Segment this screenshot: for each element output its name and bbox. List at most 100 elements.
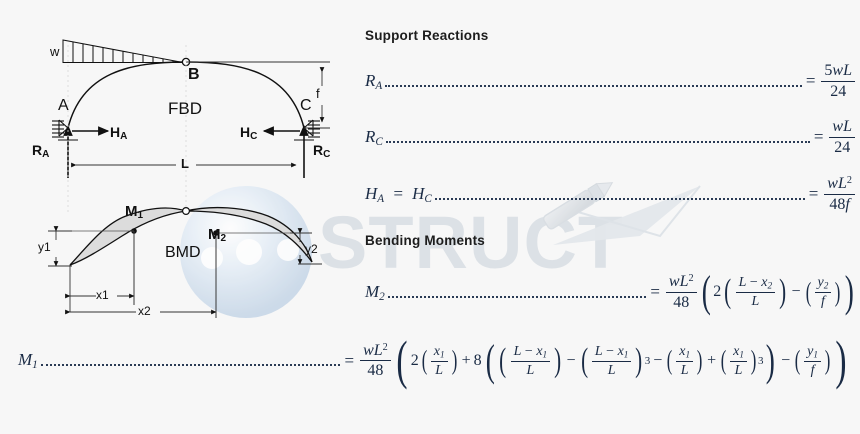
denominator: 48f (829, 195, 850, 213)
fraction: 5wL 24 (821, 62, 855, 100)
open-paren: ( (720, 345, 727, 376)
denominator: 24 (834, 138, 851, 156)
label-ordinate-y2: y2 (305, 242, 318, 256)
open-paren: ( (794, 345, 801, 376)
operator-minus: − (566, 351, 576, 369)
operator-minus: − (653, 351, 663, 369)
numerator: L − x2 (735, 275, 776, 294)
denominator: L (526, 362, 535, 378)
equals-sign: = (650, 282, 660, 301)
numerator: wL2 (665, 273, 697, 293)
coefficient-2: 2 (713, 282, 722, 300)
denominator: 48 (367, 362, 384, 380)
fraction: L − x2 L (735, 275, 776, 310)
label-abscissa-x2: x2 (138, 304, 151, 318)
numerator: 5wL (821, 62, 855, 82)
open-paren: ( (701, 267, 711, 317)
numerator: y2 (814, 275, 832, 294)
exponent-3: 3 (644, 354, 651, 367)
fraction: y2 f (814, 275, 832, 310)
fraction: wL2 48 (665, 273, 697, 311)
bmd-x2-dimension (65, 233, 217, 318)
fraction: wL 24 (829, 118, 855, 156)
numerator: L − x1 (591, 344, 632, 362)
equation-HA-HC-lhs: HA = HC (365, 183, 432, 205)
numerator: x1 (430, 344, 448, 362)
open-paren: ( (499, 342, 507, 380)
numerator: wL2 (360, 342, 391, 362)
denominator: 48 (673, 293, 690, 311)
label-span-L: L (181, 156, 189, 171)
label-rise-f: f (316, 86, 320, 101)
close-paren: ) (750, 345, 757, 376)
rise-dimension-f (186, 61, 330, 129)
equation-HA-HC-rhs: wL2 48f (822, 175, 857, 213)
equation-HA-HC: HA = HC = wL2 48f (365, 173, 857, 215)
label-bmd-title: BMD (165, 244, 201, 261)
denominator: L (680, 362, 689, 378)
open-paren: ( (580, 342, 588, 380)
formula-panel: Support Reactions RA = 5wL 24 RC = (365, 28, 857, 316)
denominator: f (820, 294, 825, 310)
fraction: wL2 48f (824, 175, 855, 213)
equation-RA-rhs: 5wL 24 (819, 62, 857, 100)
bmd-y1-dimension (48, 226, 72, 267)
open-paren: ( (666, 345, 673, 376)
operator-plus: + (707, 351, 717, 369)
support-A (52, 119, 78, 141)
leader-dots (387, 287, 647, 298)
equation-RC-lhs: RC (365, 126, 383, 148)
leader-dots (385, 76, 802, 87)
support-reactions-heading: Support Reactions (365, 28, 489, 43)
bmd-crown-hinge (182, 207, 191, 216)
close-paren: ) (824, 345, 831, 376)
close-paren: ) (766, 336, 776, 386)
denominator: L (435, 362, 444, 378)
open-paren: ( (724, 273, 732, 311)
equation-RA: RA = 5wL 24 (365, 61, 857, 101)
equals-sign: = (813, 127, 824, 146)
label-node-B: B (188, 66, 200, 83)
label-thrust-HC: HC (240, 124, 258, 142)
bmd-y2-dimension (290, 228, 322, 265)
fraction: x1 L (730, 344, 747, 378)
leader-dots (40, 355, 341, 367)
label-ordinate-y1: y1 (38, 240, 51, 254)
label-moment-M1: M1 (125, 203, 144, 221)
equation-M2: M2 = wL2 48 ( 2 ( L − x2 L ) − (365, 268, 857, 316)
denominator: L (607, 362, 616, 378)
denominator: L (734, 362, 743, 378)
bmd-x1-dimension (65, 231, 135, 312)
numerator: L − x1 (510, 344, 551, 362)
label-abscissa-x1: x1 (96, 288, 109, 302)
equation-RC: RC = wL 24 (365, 117, 857, 157)
label-node-C: C (300, 97, 312, 114)
numerator: x1 (730, 344, 747, 362)
open-paren: ( (485, 336, 495, 386)
label-reaction-RA: RA (32, 142, 50, 160)
operator-plus: + (461, 351, 471, 369)
equals-sign: = (805, 71, 816, 90)
equation-RA-lhs: RA (365, 70, 383, 92)
close-paren: ) (635, 342, 643, 380)
fraction: x1 L (430, 344, 448, 378)
numerator: y1 (804, 344, 822, 362)
bending-moments-heading: Bending Moments (365, 233, 485, 248)
open-paren: ( (421, 345, 428, 376)
denominator: 24 (830, 82, 847, 100)
numerator: x1 (676, 344, 694, 362)
label-reaction-RC: RC (313, 142, 331, 160)
equation-M1: M1 = wL2 48 ( 2 ( x1 L ) + 8 ( ( (18, 333, 850, 388)
bmd-right-fill (186, 207, 312, 262)
fraction: L − x1 L (510, 344, 551, 378)
numerator: wL (829, 118, 855, 138)
denominator: L (751, 294, 760, 310)
close-paren: ) (835, 276, 841, 307)
equation-RC-rhs: wL 24 (827, 118, 857, 156)
structural-diagram (48, 39, 330, 318)
equals-sign: = (808, 184, 819, 203)
coefficient-8: 8 (473, 351, 482, 369)
leader-dots (434, 189, 805, 200)
fraction: L − x1 L (591, 344, 632, 378)
